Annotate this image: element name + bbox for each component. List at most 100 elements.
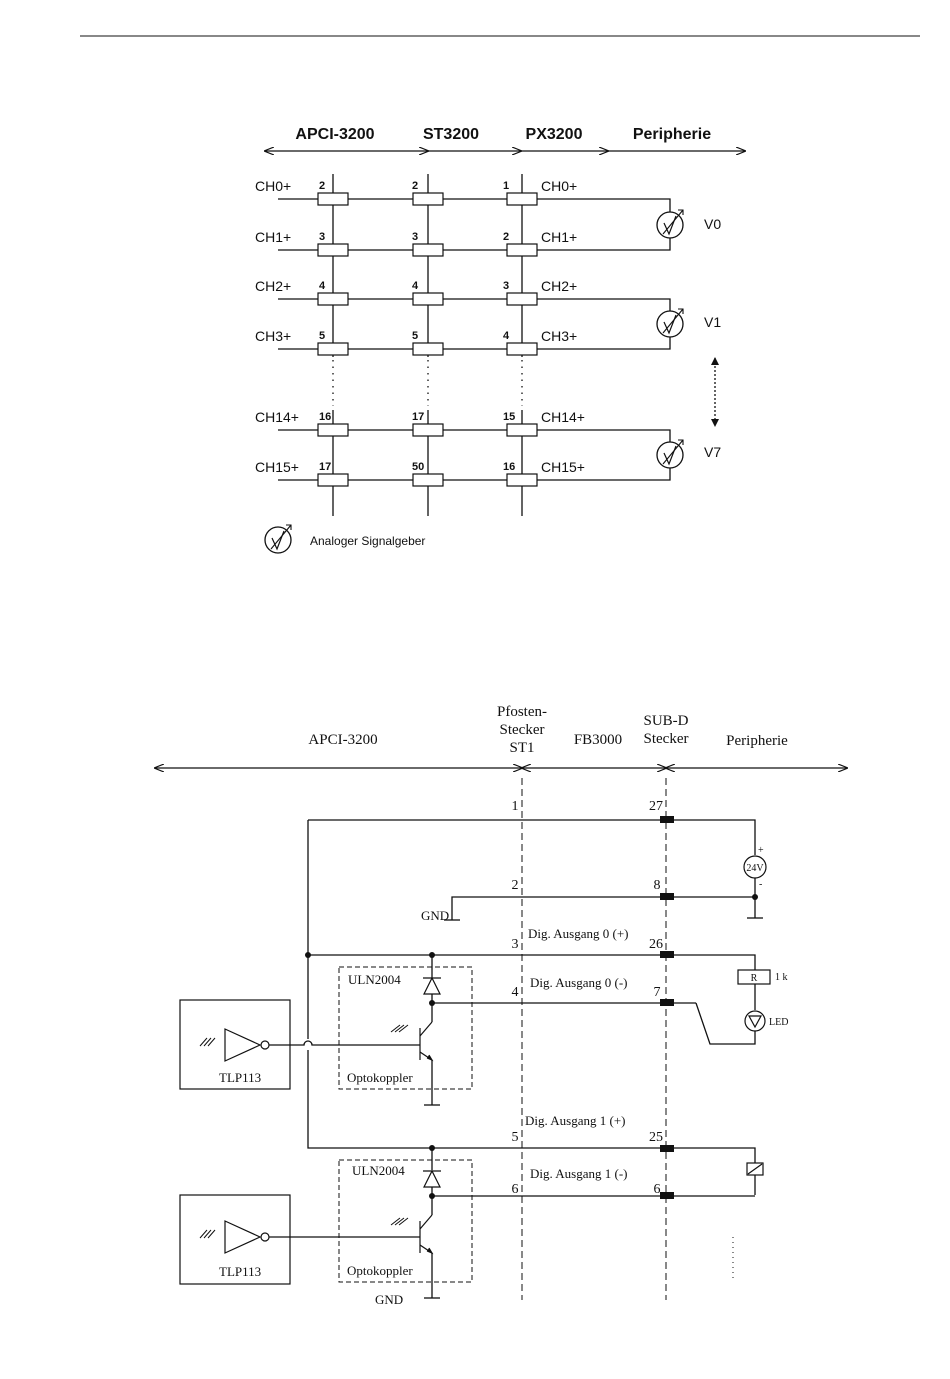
header-st: ST3200 [423, 126, 479, 143]
optokoppler-label-0: Optokoppler [347, 1070, 413, 1085]
header-fb3000: FB3000 [574, 732, 622, 748]
subd-pin-26: 26 [649, 937, 663, 952]
header-subd-line1: SUB-D [643, 713, 688, 729]
supply-minus: - [759, 879, 762, 890]
led-icon [744, 1010, 766, 1032]
digital-output-diagram: APCI-3200 Pfosten- Stecker ST1 FB3000 SU… [155, 704, 847, 1307]
header-peripherie: Peripherie [633, 126, 711, 143]
st-pin-ch0: 2 [412, 180, 418, 192]
left-signal-ch2: CH2+ [255, 278, 291, 294]
right-signal-ch0: CH0+ [541, 178, 577, 194]
terminal-apci-ch2 [317, 292, 349, 306]
terminal-px-ch14 [506, 423, 538, 437]
px-pin-ch14: 15 [503, 411, 515, 423]
apci-pin-ch1: 3 [319, 231, 325, 243]
terminal-apci-ch14 [317, 423, 349, 437]
tlp113-label-0: TLP113 [219, 1070, 261, 1085]
signal-dig1-minus: Dig. Ausgang 1 (-) [530, 1166, 628, 1181]
apci-pin-ch0: 2 [319, 180, 325, 192]
terminal-px-ch2 [506, 292, 538, 306]
apci-pin-ch2: 4 [319, 280, 326, 292]
subd-pin-7: 7 [654, 985, 661, 1000]
optokoppler-label-1: Optokoppler [347, 1263, 413, 1278]
subd-pin-6: 6 [654, 1182, 661, 1197]
st-pin-ch14: 17 [412, 411, 424, 423]
terminal-st-ch3 [412, 342, 444, 356]
terminal-apci-ch3 [317, 342, 349, 356]
gnd-label-top: GND [421, 908, 449, 923]
header-st1-line3: ST1 [509, 740, 534, 756]
uln2004-label-1: ULN2004 [352, 1163, 405, 1178]
circuit-wires [290, 819, 763, 1299]
right-signal-ch2: CH2+ [541, 278, 577, 294]
legend-signal-source-icon [264, 524, 292, 554]
diode-0-icon [423, 976, 441, 995]
apci-pin-ch15: 17 [319, 461, 331, 473]
source-v7-label: V7 [704, 444, 721, 460]
inverter-1-icon [224, 1220, 290, 1254]
apci-pin-ch14: 16 [319, 411, 331, 423]
st-pin-ch15: 50 [412, 461, 424, 473]
source-v1-label: V1 [704, 314, 721, 330]
left-signal-ch14: CH14+ [255, 409, 299, 425]
terminal-st-ch0 [412, 192, 444, 206]
left-signal-ch1: CH1+ [255, 229, 291, 245]
tlp113-label-1: TLP113 [219, 1264, 261, 1279]
led-label: LED [769, 1017, 788, 1028]
legend-label: Analoger Signalgeber [310, 534, 425, 548]
left-signal-ch3: CH3+ [255, 328, 291, 344]
terminal-px-ch3 [506, 342, 538, 356]
signal-dig1-plus: Dig. Ausgang 1 (+) [525, 1113, 626, 1128]
header-apci-3200: APCI-3200 [308, 732, 377, 748]
st1-pin-3: 3 [512, 937, 519, 952]
st-pin-ch1: 3 [412, 231, 418, 243]
right-signal-ch14: CH14+ [541, 409, 585, 425]
uln2004-label-0: ULN2004 [348, 972, 401, 987]
st1-pin-4: 4 [512, 985, 519, 1000]
px-pin-ch1: 2 [503, 231, 509, 243]
signal-dig0-plus: Dig. Ausgang 0 (+) [528, 926, 629, 941]
terminal-st-ch15 [412, 473, 444, 487]
st1-pin-1: 1 [512, 799, 519, 814]
terminal-px-ch15 [506, 473, 538, 487]
header-st1-line1: Pfosten- [497, 704, 547, 720]
resistor-value: 1 k [775, 972, 788, 983]
supply-label: 24V [746, 863, 764, 874]
apci-pin-ch3: 5 [319, 330, 325, 342]
resistor-letter: R [751, 973, 758, 984]
subd-pin-8: 8 [654, 878, 661, 893]
terminal-st-ch1 [412, 243, 444, 257]
st1-pin-6: 6 [512, 1182, 519, 1197]
tlp113-box-1 [179, 1194, 291, 1285]
signal-source-v1-icon [656, 308, 684, 338]
header-st1-line2: Stecker [500, 722, 545, 738]
px-pin-ch15: 16 [503, 461, 515, 473]
terminal-st-ch14 [412, 423, 444, 437]
supply-plus: + [758, 845, 764, 856]
photodiode-light-0-icon [199, 1037, 216, 1047]
phototransistor-light-1-icon [390, 1217, 409, 1226]
right-signal-ch3: CH3+ [541, 328, 577, 344]
transistor-0-icon [419, 1021, 434, 1062]
st1-pin-2: 2 [512, 878, 519, 893]
header-apci: APCI-3200 [295, 126, 374, 143]
terminal-px-ch1 [506, 243, 538, 257]
signal-dig0-minus: Dig. Ausgang 0 (-) [530, 975, 628, 990]
photodiode-light-1-icon [199, 1229, 216, 1239]
header-px: PX3200 [526, 126, 583, 143]
subd-contacts [660, 816, 674, 1199]
terminal-st-ch2 [412, 292, 444, 306]
phototransistor-light-0-icon [390, 1024, 409, 1033]
subd-pin-25: 25 [649, 1130, 663, 1145]
uln2004-box-1 [338, 1159, 473, 1283]
right-signal-ch15: CH15+ [541, 459, 585, 475]
resistor-icon [737, 969, 771, 985]
st1-pin-5: 5 [512, 1130, 519, 1145]
terminal-px-ch0 [506, 192, 538, 206]
header-subd-line2: Stecker [644, 731, 689, 747]
right-signal-ch1: CH1+ [541, 229, 577, 245]
supply-24v-icon [743, 855, 767, 879]
